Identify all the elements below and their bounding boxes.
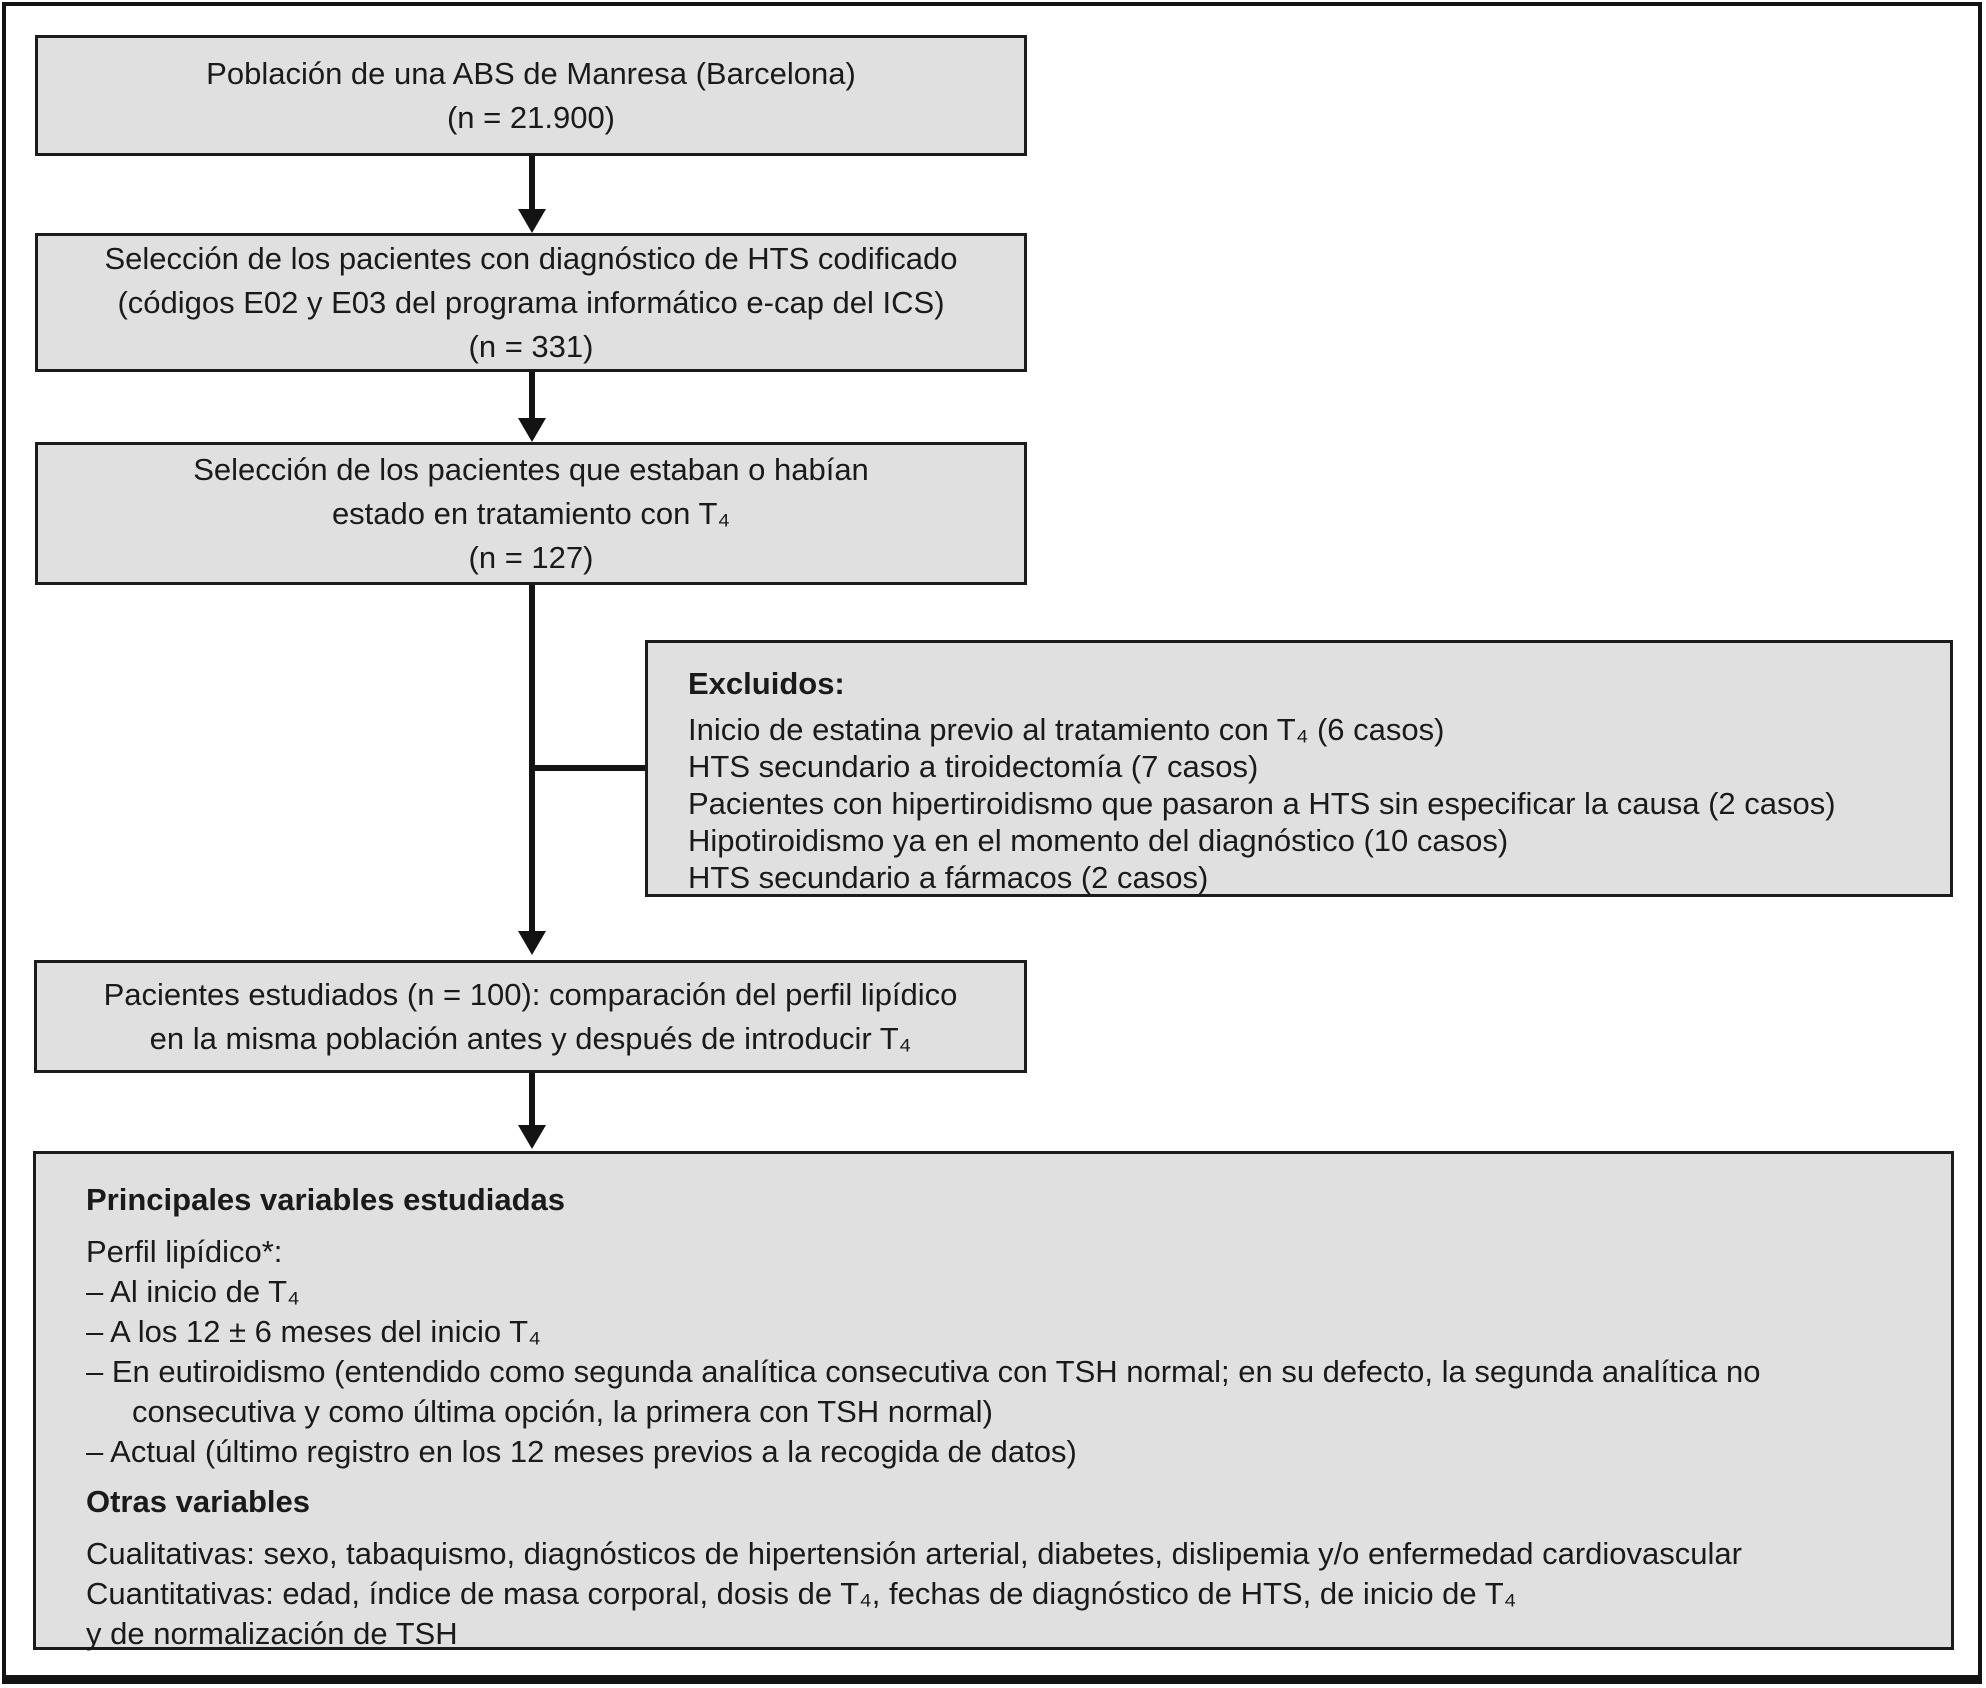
text-line: – En eutiroidismo (entendido como segund… [86, 1354, 1761, 1389]
connector-branch-excluded [529, 765, 645, 771]
box-t4-selection: Selección de los pacientes que estaban o… [35, 442, 1027, 585]
text-line: Cualitativas: sexo, tabaquismo, diagnóst… [86, 1536, 1742, 1571]
text-line: Selección de los pacientes con diagnósti… [104, 240, 958, 276]
arrowhead-1 [518, 209, 546, 233]
box-variables: Principales variables estudiadas Perfil … [33, 1151, 1954, 1651]
text-line: (n = 331) [468, 328, 594, 364]
other-variables-title: Otras variables [86, 1484, 311, 1519]
box-studied: Pacientes estudiados (n = 100): comparac… [34, 960, 1027, 1073]
arrowhead-4 [518, 1125, 546, 1149]
text-line: en la misma población antes y después de… [149, 1020, 912, 1056]
text-line: – Al inicio de T₄ [86, 1274, 300, 1309]
text-line: y de normalización de TSH [86, 1616, 458, 1651]
text-line: HTS secundario a fármacos (2 casos) [688, 860, 1209, 895]
text-line: Selección de los pacientes que estaban o… [193, 451, 869, 487]
variables-title: Principales variables estudiadas [86, 1182, 566, 1217]
text-line: – Actual (último registro en los 12 mese… [86, 1434, 1077, 1469]
box-excluded: Excluidos: Inicio de estatina previo al … [645, 640, 1953, 897]
arrowhead-2 [518, 418, 546, 442]
box-population: Población de una ABS de Manresa (Barcelo… [35, 35, 1027, 156]
text-line: Población de una ABS de Manresa (Barcelo… [206, 55, 856, 91]
connector-1 [529, 156, 535, 214]
text-line: (n = 21.900) [446, 99, 616, 135]
box-hts-selection: Selección de los pacientes con diagnósti… [35, 233, 1027, 372]
connector-2 [529, 372, 535, 420]
excluded-title: Excluidos: [688, 666, 845, 701]
text-line: Cuantitativas: edad, índice de masa corp… [86, 1576, 1517, 1611]
text-line: consecutiva y como última opción, la pri… [132, 1394, 993, 1429]
connector-4 [529, 1073, 535, 1127]
text-line: Inicio de estatina previo al tratamiento… [688, 712, 1445, 747]
connector-3 [529, 585, 535, 933]
text-line: Pacientes con hipertiroidismo que pasaro… [688, 786, 1836, 821]
text-line: – A los 12 ± 6 meses del inicio T₄ [86, 1314, 541, 1349]
text-line: Perfil lipídico*: [86, 1234, 283, 1269]
lipid-profile-items: Perfil lipídico*: – Al inicio de T₄ – A lo… [86, 1232, 1921, 1472]
excluded-items: Inicio de estatina previo al tratamiento… [688, 711, 1920, 896]
text-line: HTS secundario a tiroidectomía (7 casos) [688, 749, 1259, 784]
text-line: (n = 127) [468, 539, 594, 575]
text-line: (códigos E02 y E03 del programa informát… [117, 284, 945, 320]
text-line: estado en tratamiento con T₄ [331, 495, 731, 531]
other-variables-items: Cualitativas: sexo, tabaquismo, diagnóst… [86, 1534, 1921, 1654]
arrowhead-3 [518, 931, 546, 955]
text-line: Hipotiroidismo ya en el momento del diag… [688, 823, 1509, 858]
text-line: Pacientes estudiados (n = 100): comparac… [103, 976, 958, 1012]
